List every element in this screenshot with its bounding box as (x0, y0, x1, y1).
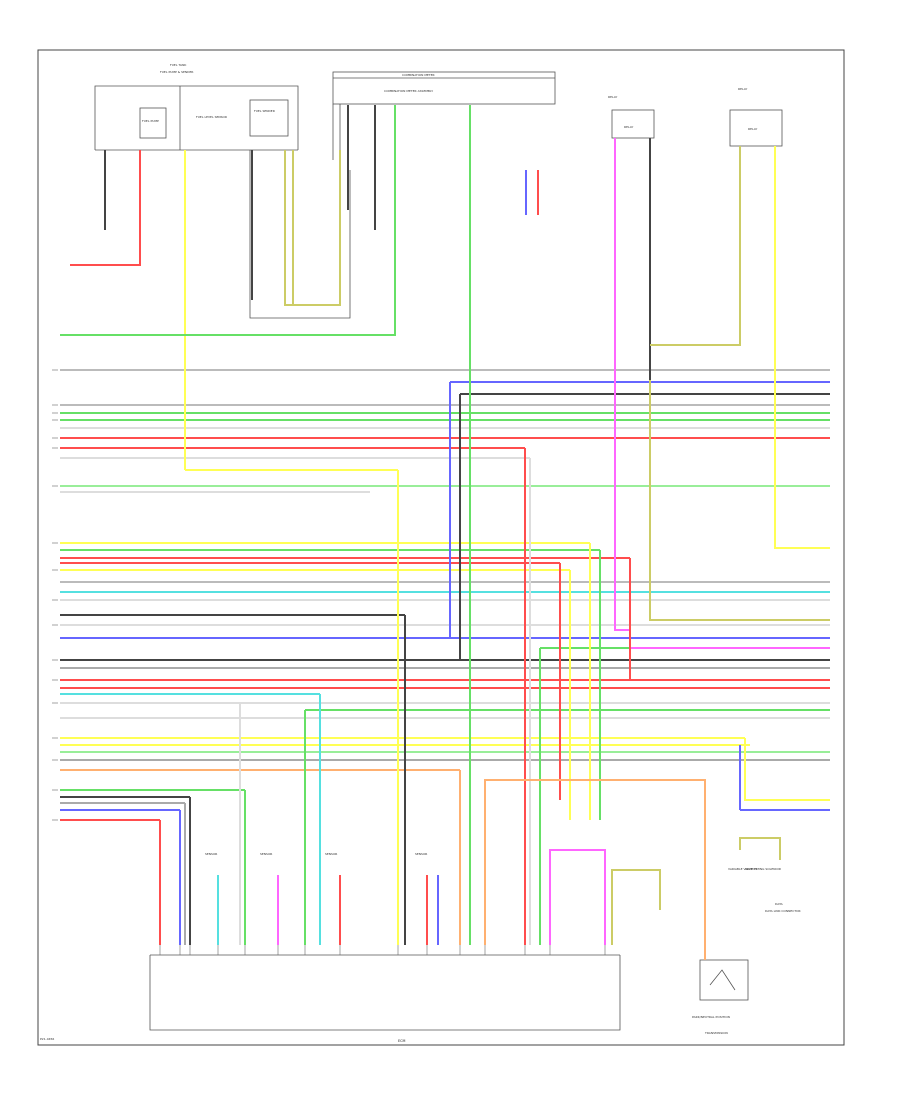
svg-text:FUEL PUMP & SENDER: FUEL PUMP & SENDER (160, 70, 193, 74)
fuel-pump-box (139, 107, 167, 139)
left-terminals (52, 369, 58, 821)
transmission-block: PARK/NEUTRAL POSITION TRANSMISSION (692, 959, 749, 1035)
relay-2: RELAY RELAY (729, 87, 783, 147)
svg-text:FUEL TANK: FUEL TANK (170, 63, 187, 67)
svg-text:SENSOR: SENSOR (205, 852, 217, 856)
svg-text:SWITCH: SWITCH (745, 867, 757, 871)
vertical-wires (60, 105, 830, 960)
svg-text:DATA: DATA (775, 902, 784, 906)
svg-text:RELAY: RELAY (608, 95, 618, 99)
data-link-label: DATA LINK CONNECTOR (765, 909, 801, 913)
svg-text:COMBINATION METER ASSEMBLY: COMBINATION METER ASSEMBLY (384, 89, 433, 93)
sensor-labels: SENSOR SENSOR SENSOR SENSOR SWITCH DATA … (205, 852, 801, 913)
svg-text:SENSOR: SENSOR (325, 852, 337, 856)
fuel-level-sensor-label: FUEL LEVEL SENSOR (196, 115, 227, 119)
svg-text:PARK/NEUTRAL POSITION: PARK/NEUTRAL POSITION (692, 1015, 730, 1019)
svg-text:RELAY: RELAY (624, 125, 634, 129)
combination-meter-assembly: COMBINATION METER COMBINATION METER ASSE… (332, 71, 556, 160)
fuel-tank-assembly: FUEL TANK FUEL PUMP & SENDER FUEL PUMP F… (94, 63, 299, 151)
diagram-frame (37, 49, 845, 1046)
horizontal-bus (60, 369, 830, 821)
svg-text:SENSOR: SENSOR (260, 852, 272, 856)
combination-meter-label: COMBINATION METER (402, 73, 435, 77)
svg-text:RELAY: RELAY (738, 87, 748, 91)
svg-text:FUEL SENDER: FUEL SENDER (254, 109, 275, 113)
diagram-id: P21-0456 (40, 1037, 54, 1041)
ecm-pins (159, 945, 606, 955)
fuel-pump-label: FUEL PUMP (142, 119, 159, 123)
svg-text:SENSOR: SENSOR (415, 852, 427, 856)
ecm-label: ECM (398, 1039, 406, 1043)
transmission-label: TRANSMISSION (704, 1031, 728, 1035)
svg-text:RELAY: RELAY (748, 127, 758, 131)
vvt-label: VARIABLE VALVE TIMING SOLENOID (728, 867, 782, 871)
ecm-block: ECM (149, 954, 621, 1043)
relay-1: RELAY RELAY (608, 95, 655, 139)
